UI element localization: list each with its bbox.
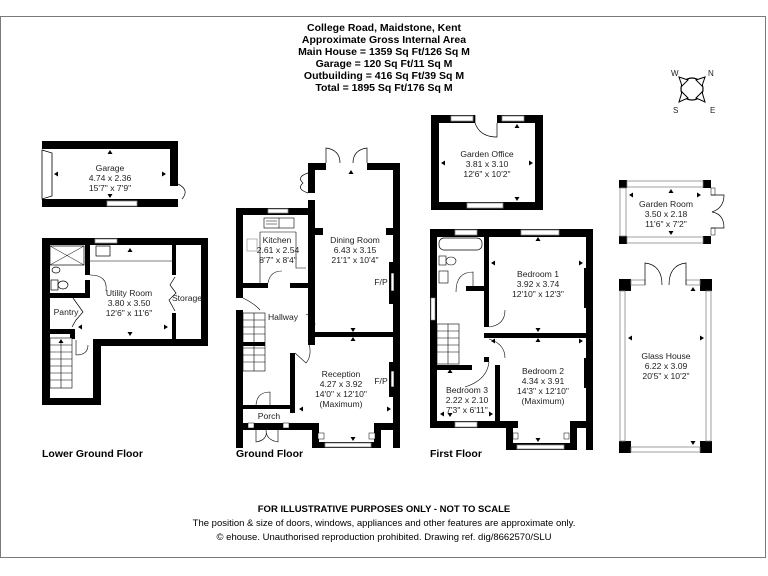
lower-ground-floor-plan [42, 238, 208, 405]
floorplan-footer: FOR ILLUSTRATIVE PURPOSES ONLY - NOT TO … [0, 503, 768, 545]
kitchen-room-metric: 2.61 x 2.54 [257, 245, 300, 255]
glass-house-room-metric: 6.22 x 3.09 [645, 361, 688, 371]
compass-north: N [708, 69, 714, 78]
total-area: Total = 1895 Sq Ft/176 Sq M [315, 82, 453, 94]
first-floor-plan [430, 229, 593, 450]
outbuilding-area: Outbuilding = 416 Sq Ft/39 Sq M [303, 70, 465, 82]
reception-room-name: Reception [322, 369, 361, 379]
garden-room-plan [619, 180, 725, 244]
kitchen-room-name: Kitchen [263, 235, 292, 245]
garden-office-plan [431, 115, 543, 210]
ground-floor-plan [236, 147, 400, 448]
compass-east: E [710, 106, 715, 115]
utility-room-imperial: 12'6" x 11'6" [106, 308, 153, 318]
disclaimer-text: FOR ILLUSTRATIVE PURPOSES ONLY - NOT TO … [257, 504, 511, 515]
bedroom1-room-imperial: 12'10" x 12'3" [512, 289, 564, 299]
garage-room-imperial: 15'7" x 7'9" [89, 183, 131, 193]
utility-room-metric: 3.80 x 3.50 [108, 298, 151, 308]
lower-ground-floor-label: Lower Ground Floor [42, 448, 143, 460]
bedroom2-room-note: (Maximum) [522, 396, 565, 406]
glass-house-room-imperial: 20'5" x 10'2" [642, 371, 689, 381]
reception-room-metric: 4.27 x 3.92 [320, 379, 363, 389]
bedroom3-room-imperial: 7'3" x 6'11" [446, 405, 488, 415]
dining-fireplace-label: F/P [374, 277, 388, 287]
bedroom1-room-metric: 3.92 x 3.74 [517, 279, 560, 289]
dining-room-name: Dining Room [330, 235, 380, 245]
compass-west: W [671, 69, 679, 78]
accuracy-note: The position & size of doors, windows, a… [192, 518, 576, 529]
bedroom3-room-name: Bedroom 3 [446, 385, 488, 395]
garage-room-metric: 4.74 x 2.36 [89, 173, 132, 183]
garden-office-room-imperial: 12'6" x 10'2" [463, 169, 510, 179]
compass-south: S [673, 106, 678, 115]
garden-room-name: Garden Room [639, 199, 693, 209]
bedroom2-room-imperial: 14'3" x 12'10" [517, 386, 569, 396]
compass-icon: W N S E [671, 69, 715, 115]
reception-room-note: (Maximum) [320, 399, 363, 409]
garage-area: Garage = 120 Sq Ft/11 Sq M [315, 58, 453, 70]
bedroom1-room-name: Bedroom 1 [517, 269, 559, 279]
reception-fireplace-label: F/P [374, 376, 388, 386]
porch-room-name: Porch [258, 411, 281, 421]
bedroom3-room-metric: 2.22 x 2.10 [446, 395, 489, 405]
storage-room-name: Storage [172, 293, 202, 303]
garden-office-room-metric: 3.81 x 3.10 [466, 159, 509, 169]
address-title: College Road, Maidstone, Kent [306, 22, 461, 34]
garage-room-name: Garage [96, 163, 125, 173]
glass-house-plan [619, 262, 712, 453]
page-frame [0, 16, 766, 558]
glass-house-room-name: Glass House [641, 351, 690, 361]
garden-office-room-name: Garden Office [460, 149, 514, 159]
garage-plan [41, 141, 186, 207]
garden-room-imperial: 11'6" x 7'2" [645, 219, 687, 229]
dining-room-imperial: 21'1" x 10'4" [331, 255, 378, 265]
copyright-text: © ehouse. Unauthorised reproduction proh… [216, 532, 552, 543]
dining-room-metric: 6.43 x 3.15 [334, 245, 377, 255]
main-house-area: Main House = 1359 Sq Ft/126 Sq M [298, 46, 470, 58]
bedroom2-room-name: Bedroom 2 [522, 366, 564, 376]
utility-room-name: Utility Room [106, 288, 152, 298]
area-subtitle: Approximate Gross Internal Area [301, 34, 467, 46]
first-floor-label: First Floor [430, 448, 482, 460]
reception-room-imperial: 14'0" x 12'10" [315, 389, 367, 399]
kitchen-room-imperial: 8'7" x 8'4" [259, 255, 297, 265]
bedroom2-room-metric: 4.34 x 3.91 [522, 376, 565, 386]
floorplan-header: College Road, Maidstone, Kent Approximat… [0, 22, 768, 94]
pantry-room-name: Pantry [54, 307, 80, 317]
ground-floor-label: Ground Floor [236, 448, 304, 460]
garden-room-metric: 3.50 x 2.18 [645, 209, 688, 219]
hallway-room-name: Hallway [268, 312, 299, 322]
